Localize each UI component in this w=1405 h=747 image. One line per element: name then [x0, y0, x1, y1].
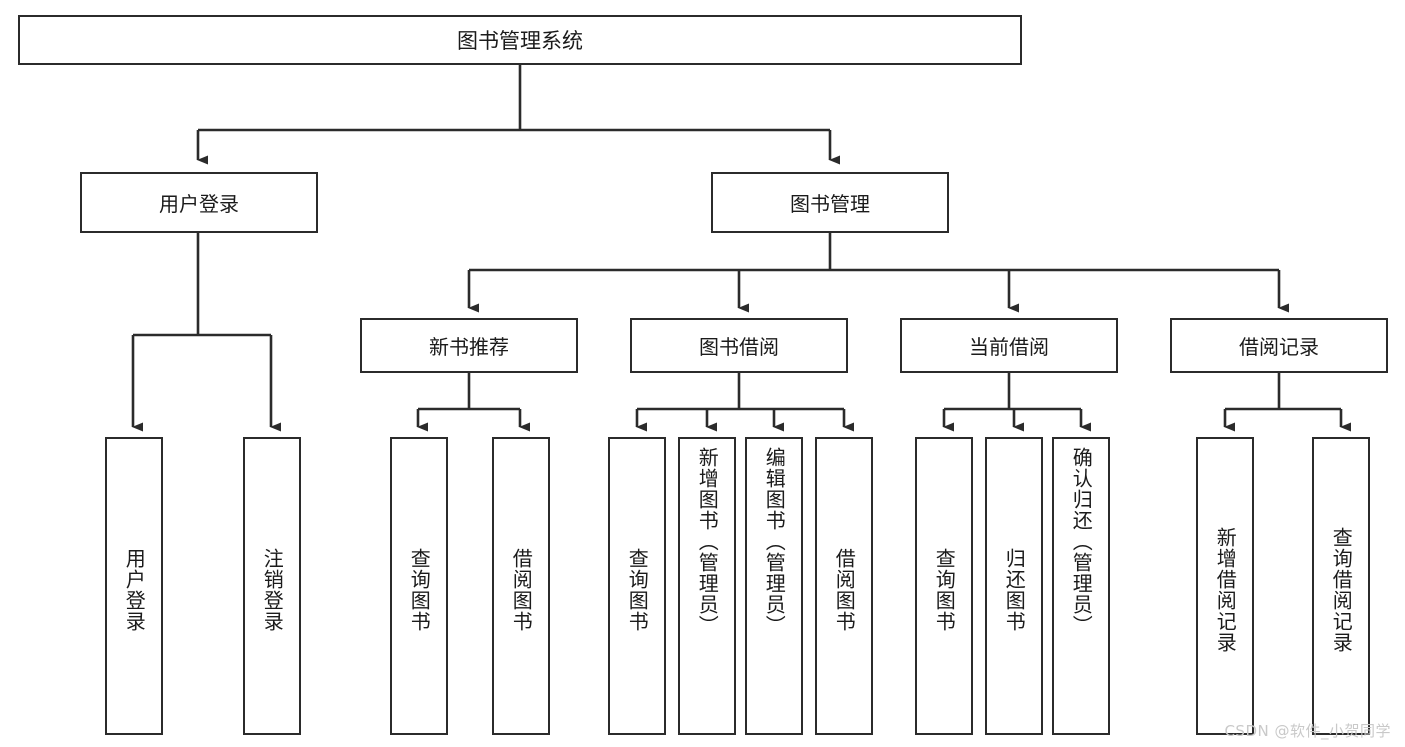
leaf-add-borrow-record-label: 新增借阅记录 [1213, 527, 1238, 653]
leaf-query-book-borrow-label: 查询图书 [625, 548, 650, 632]
leaf-confirm-return-admin[interactable]: 确认归还（管理员） [1052, 437, 1110, 735]
leaf-add-book-admin[interactable]: 新增图书（管理员） [678, 437, 736, 735]
leaf-borrow-book[interactable]: 借阅图书 [815, 437, 873, 735]
node-book-borrow[interactable]: 图书借阅 [630, 318, 848, 373]
node-user-login[interactable]: 用户登录 [80, 172, 318, 233]
node-root-label: 图书管理系统 [457, 29, 583, 53]
leaf-logout-label: 注销登录 [260, 548, 285, 632]
leaf-query-book-current[interactable]: 查询图书 [915, 437, 973, 735]
leaf-query-book-recommend-label: 查询图书 [407, 548, 432, 632]
leaf-add-borrow-record[interactable]: 新增借阅记录 [1196, 437, 1254, 735]
node-user-login-label: 用户登录 [159, 192, 239, 216]
leaf-borrow-book-label: 借阅图书 [832, 548, 857, 632]
node-borrow-records-label: 借阅记录 [1239, 335, 1319, 359]
leaf-add-book-admin-label: 新增图书（管理员） [695, 447, 720, 636]
leaf-return-book-label: 归还图书 [1002, 548, 1027, 632]
leaf-query-book-borrow[interactable]: 查询图书 [608, 437, 666, 735]
leaf-query-book-recommend[interactable]: 查询图书 [390, 437, 448, 735]
leaf-user-login-label: 用户登录 [122, 548, 147, 632]
leaf-confirm-return-admin-label: 确认归还（管理员） [1069, 447, 1094, 636]
node-borrow-records[interactable]: 借阅记录 [1170, 318, 1388, 373]
node-current-borrow[interactable]: 当前借阅 [900, 318, 1118, 373]
leaf-return-book[interactable]: 归还图书 [985, 437, 1043, 735]
node-new-book-recommend[interactable]: 新书推荐 [360, 318, 578, 373]
leaf-logout[interactable]: 注销登录 [243, 437, 301, 735]
leaf-edit-book-admin[interactable]: 编辑图书（管理员） [745, 437, 803, 735]
node-book-borrow-label: 图书借阅 [699, 335, 779, 359]
watermark: CSDN @软件_小贺同学 [1224, 722, 1391, 740]
leaf-edit-book-admin-label: 编辑图书（管理员） [762, 447, 787, 636]
node-book-management[interactable]: 图书管理 [711, 172, 949, 233]
node-book-management-label: 图书管理 [790, 192, 870, 216]
leaf-query-book-current-label: 查询图书 [932, 548, 957, 632]
node-new-book-recommend-label: 新书推荐 [429, 335, 509, 359]
leaf-borrow-book-recommend[interactable]: 借阅图书 [492, 437, 550, 735]
leaf-borrow-book-recommend-label: 借阅图书 [509, 548, 534, 632]
leaf-query-borrow-record[interactable]: 查询借阅记录 [1312, 437, 1370, 735]
node-current-borrow-label: 当前借阅 [969, 335, 1049, 359]
node-root[interactable]: 图书管理系统 [18, 15, 1022, 65]
leaf-user-login[interactable]: 用户登录 [105, 437, 163, 735]
leaf-query-borrow-record-label: 查询借阅记录 [1329, 527, 1354, 653]
